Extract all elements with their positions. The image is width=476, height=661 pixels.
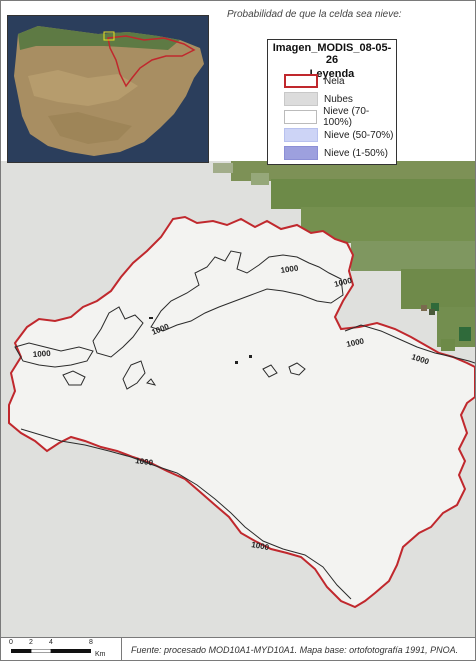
contour-east <box>344 324 475 364</box>
contour-label-7: 1000 <box>135 456 154 467</box>
bottom-bar: 0 2 4 8 Km Fuente: procesado MOD10A1-MYD… <box>1 637 475 660</box>
contour-label-8: 1000 <box>251 540 271 552</box>
contour-small-loop-1 <box>62 370 86 386</box>
contour-north <box>150 250 344 332</box>
scale-tick-8: 8 <box>89 639 93 646</box>
legend-item-nieve-1-50: Nieve (1-50%) <box>284 146 388 160</box>
legend-label-nieve-1-50: Nieve (1-50%) <box>324 147 388 159</box>
vegetation-patches <box>213 161 475 351</box>
inset-north-green <box>18 26 180 50</box>
scale-unit: Km <box>95 651 106 658</box>
legend-swatch-nubes <box>284 92 318 106</box>
scale-tick-2: 2 <box>29 639 33 646</box>
inset-south <box>48 112 132 144</box>
legend-item-nela: Nela <box>284 74 345 88</box>
contour-small-loop-2 <box>288 362 306 376</box>
legend-swatch-nieve-1-50 <box>284 146 318 160</box>
inset-map-canvas <box>8 16 208 162</box>
main-map: 1000 1000 1000 1000 1000 1000 1000 1000 <box>1 161 475 660</box>
legend-swatch-nieve-50-70 <box>284 128 318 142</box>
legend-title: Imagen_MODIS_08-05-26 <box>272 42 392 66</box>
inset-locator-box <box>103 31 115 41</box>
inset-meseta <box>28 70 138 106</box>
legend-item-nieve-50-70: Nieve (50-70%) <box>284 128 393 142</box>
contour-northwest-fold <box>92 306 144 358</box>
probability-title: Probabilidad de que la celda sea nieve: <box>227 9 402 20</box>
legend-swatch-nieve-70-100 <box>284 110 318 124</box>
contour-south <box>20 428 352 600</box>
scale-bar-graphic <box>11 649 91 653</box>
contour-label-4: 1000 <box>33 349 52 359</box>
map-small-features <box>149 309 435 364</box>
legend-label-nubes: Nubes <box>324 93 353 105</box>
contour-label-2: 1000 <box>333 276 353 289</box>
legend-label-nieve-70-100: Nieve (70-100%) <box>323 106 370 128</box>
inset-overview-map <box>7 15 209 163</box>
contour-small-mark <box>146 378 157 386</box>
main-map-canvas: 1000 1000 1000 1000 1000 1000 1000 1000 <box>1 161 475 660</box>
legend-swatch-nela <box>284 74 318 88</box>
legend-label-nieve-50-70: Nieve (50-70%) <box>324 129 394 141</box>
contour-west <box>14 342 94 368</box>
scale-tick-0: 0 <box>9 639 13 646</box>
legend-subtitle: Leyenda <box>309 68 355 80</box>
map-legend: Imagen_MODIS_08-05-26 Leyenda Nela Nubes… <box>267 39 397 165</box>
legend-item-nubes: Nubes <box>284 92 353 106</box>
legend-label-nela: Nela <box>324 75 345 87</box>
contour-lines <box>14 250 475 600</box>
scale-tick-4: 4 <box>49 639 53 646</box>
inset-region-outline <box>107 35 196 88</box>
contour-label-5: 1000 <box>346 336 366 349</box>
nela-basin-boundary <box>8 215 475 609</box>
contour-center-loop <box>122 360 146 390</box>
legend-item-nieve-70-100: Nieve (70-100%) <box>284 106 396 128</box>
contour-label-1: 1000 <box>280 264 299 275</box>
contour-small-loop-3 <box>262 364 278 378</box>
scale-bar-box: 0 2 4 8 Km <box>1 638 122 660</box>
source-credit: Fuente: procesado MOD10A1-MYD10A1. Mapa … <box>131 645 459 655</box>
